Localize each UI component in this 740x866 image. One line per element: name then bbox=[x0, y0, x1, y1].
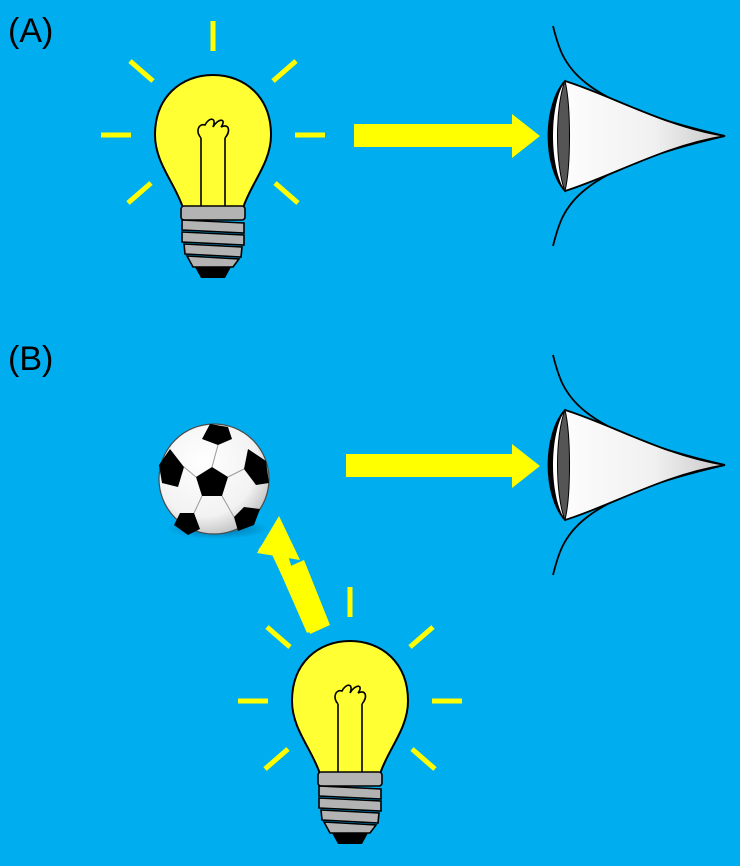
panel-a-label: (A) bbox=[8, 12, 54, 50]
eye-icon bbox=[547, 354, 726, 576]
light-ray-arrow bbox=[346, 444, 540, 488]
soccer-ball-icon bbox=[158, 423, 270, 539]
light-bulb-icon bbox=[101, 21, 325, 278]
panel-b bbox=[158, 354, 726, 844]
panel-a bbox=[101, 21, 726, 278]
light-ray-arrow bbox=[354, 114, 540, 158]
panel-b-label: (B) bbox=[8, 340, 54, 378]
eye-icon bbox=[547, 25, 726, 247]
reflected-ray-arrow bbox=[257, 516, 330, 634]
light-bulb-icon bbox=[238, 587, 462, 844]
